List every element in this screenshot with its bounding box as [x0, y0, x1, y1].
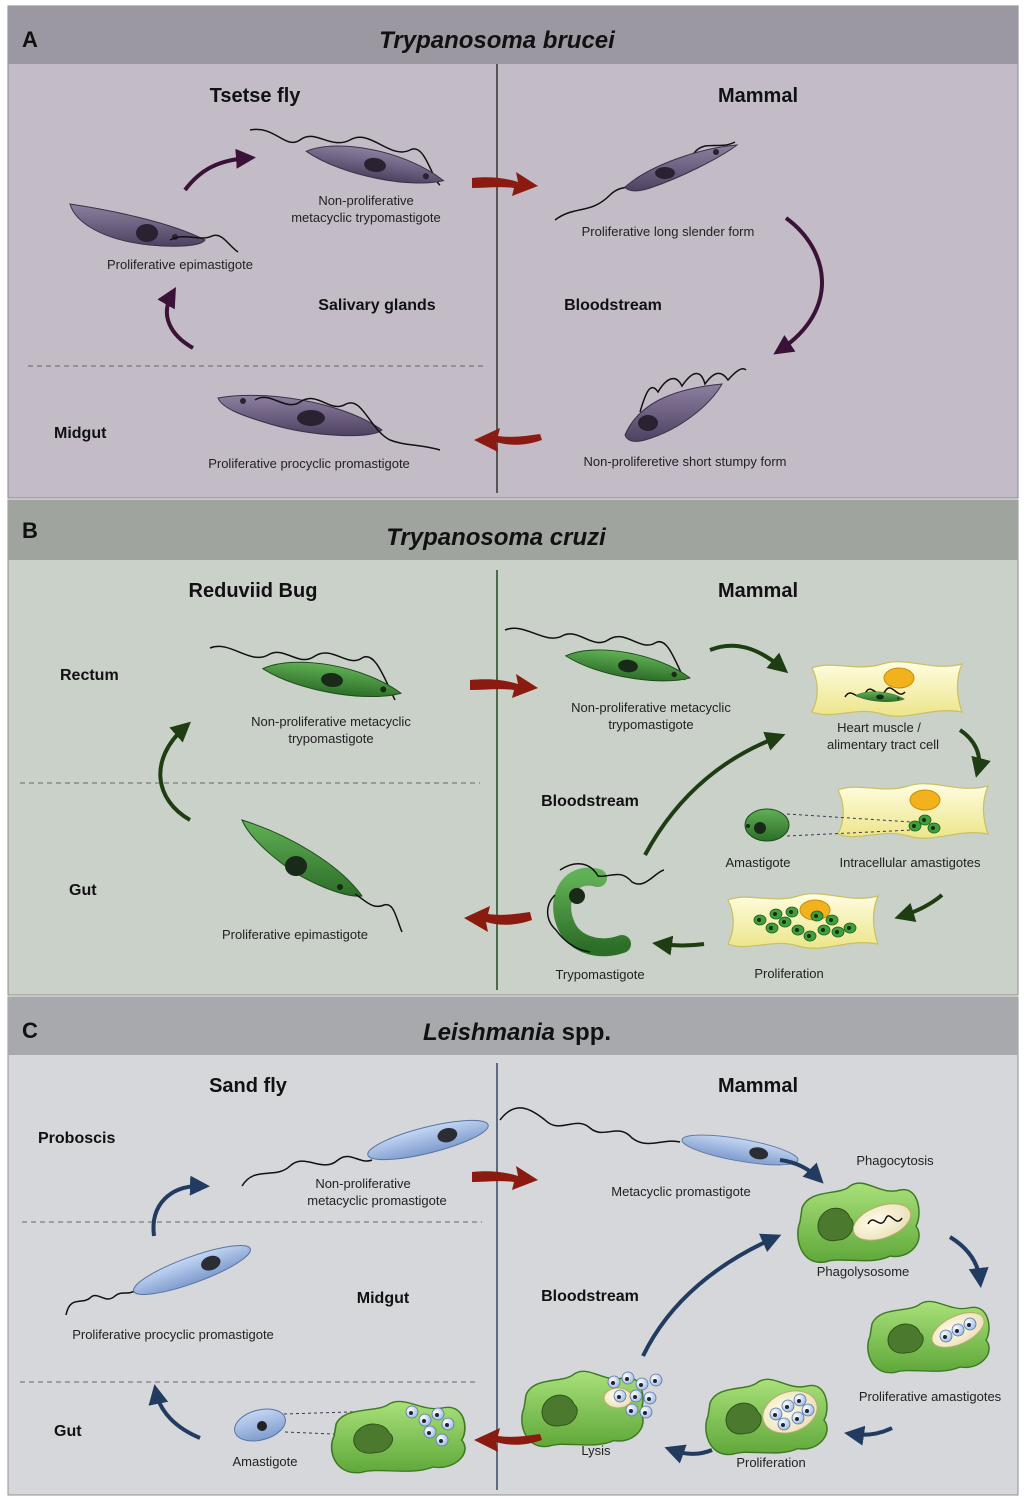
label-metacyclic-mammal: Metacyclic promastigote: [611, 1184, 750, 1199]
panel-b-title: Trypanosoma cruzi: [386, 524, 607, 551]
host-label-tsetse: Tsetse fly: [210, 85, 302, 107]
arrow-mammal-to-bug: [464, 906, 532, 932]
zone-gut: Gut: [54, 1423, 82, 1440]
arrow-intracellular-to-proliferation: [894, 893, 944, 923]
zone-bloodstream: Bloodstream: [541, 1288, 639, 1305]
label-metacyclic-bug-2: trypomastigote: [288, 731, 373, 746]
arrow-cell-to-intracellular: [958, 728, 991, 778]
arrow-proliferation-to-lysis: [664, 1444, 713, 1464]
zone-rectum: Rectum: [60, 667, 119, 684]
arrow-mammal-to-fly: [474, 1428, 542, 1452]
panel-c-title: Leishmania spp.: [423, 1019, 611, 1046]
label-intracellular: Intracellular amastigotes: [840, 855, 981, 870]
arrow-fly-to-mammal: [472, 1166, 538, 1190]
panel-c: C Leishmania spp. Sand fly Mammal Probos…: [7, 996, 1019, 1496]
parasite-metacyclic-mammal: [504, 627, 693, 686]
host-label-mammal: Mammal: [718, 85, 798, 107]
macrophage-proliferative-amastigotes: [867, 1300, 990, 1374]
label-host-cell-2: alimentary tract cell: [827, 737, 939, 752]
parasite-procyclic-promastigote: [65, 1236, 256, 1316]
panel-a-letter: A: [22, 27, 38, 52]
parasite-metacyclic-trypomastigote: [249, 128, 447, 189]
label-proliferation: Proliferation: [736, 1455, 805, 1470]
label-metacyclic-fly-1: Non-proliferative: [315, 1176, 410, 1191]
arrow-mammal-to-fly: [474, 428, 542, 452]
parasite-trypomastigote: [546, 863, 665, 957]
arrow-epi-to-metacyclic: [183, 148, 256, 192]
zone-bloodstream: Bloodstream: [564, 297, 662, 314]
parasite-metacyclic-promastigote-fly: [241, 1111, 492, 1187]
label-procyclic: Proliferative procyclic promastigote: [72, 1327, 274, 1342]
arrow-phagocytosis: [779, 1158, 824, 1184]
macrophage-proliferation: [705, 1378, 828, 1456]
label-host-cell-1: Heart muscle /: [837, 720, 921, 735]
panel-b: B Trypanosoma cruzi Reduviid Bug Mammal …: [7, 499, 1019, 996]
host-label-mammal: Mammal: [718, 1075, 798, 1097]
arrow-bug-to-mammal: [470, 674, 538, 698]
macrophage-gut: [330, 1400, 466, 1474]
label-proliferative-amastigotes: Proliferative amastigotes: [859, 1389, 1002, 1404]
label-epimastigote: Proliferative epimastigote: [222, 927, 368, 942]
panel-b-letter: B: [22, 518, 38, 543]
macrophage-lysis: [521, 1370, 663, 1448]
arrow-trypo-to-cell: [643, 731, 786, 856]
parasite-metacyclic-promastigote-mammal: [499, 1107, 801, 1172]
arrow-procyclic-to-epi: [157, 287, 195, 350]
host-label-mammal: Mammal: [718, 580, 798, 602]
zone-salivary-glands: Salivary glands: [318, 297, 435, 314]
label-metacyclic-mammal-2: trypomastigote: [608, 717, 693, 732]
parasite-procyclic-promastigote: [217, 394, 441, 451]
arrow-procyclic-to-metacyclic: [151, 1175, 210, 1237]
panel-a: A Trypanosoma brucei Tsetse fly Mammal S…: [7, 5, 1019, 499]
arrow-epi-to-metacyclic: [158, 721, 192, 822]
zone-midgut: Midgut: [357, 1290, 410, 1307]
label-proliferation: Proliferation: [754, 966, 823, 981]
zone-proboscis: Proboscis: [38, 1130, 115, 1147]
arrow-metacyclic-to-cell: [709, 643, 789, 674]
host-cell-intracellular: [837, 783, 989, 839]
macrophage-phagolysosome: [797, 1182, 920, 1264]
label-amastigote: Amastigote: [725, 855, 790, 870]
zone-bloodstream: Bloodstream: [541, 793, 639, 810]
parasite-short-stumpy: [624, 368, 747, 442]
panel-c-letter: C: [22, 1018, 38, 1043]
parasite-epimastigote: [69, 203, 239, 253]
label-lysis: Lysis: [581, 1443, 611, 1458]
label-long-slender: Proliferative long slender form: [582, 224, 755, 239]
parasite-epimastigote: [241, 819, 403, 933]
label-metacyclic-fly-2: metacyclic promastigote: [307, 1193, 446, 1208]
label-metacyclic-2: metacyclic trypomastigote: [291, 210, 441, 225]
label-trypomastigote: Trypomastigote: [555, 967, 644, 982]
label-procyclic: Proliferative procyclic promastigote: [208, 456, 410, 471]
arrow-fly-to-mammal: [472, 172, 538, 196]
parasite-long-slender: [554, 141, 739, 221]
host-label-sand-fly: Sand fly: [209, 1075, 288, 1097]
label-phagocytosis: Phagocytosis: [856, 1153, 934, 1168]
panel-c-title-genus: Leishmania: [423, 1019, 555, 1046]
label-short-stumpy: Non-proliferetive short stumpy form: [583, 454, 786, 469]
label-metacyclic-mammal-1: Non-proliferative metacyclic: [571, 700, 731, 715]
label-metacyclic-1: Non-proliferative: [318, 193, 413, 208]
parasite-amastigote: [744, 808, 913, 842]
arrow-phagolysosome-to-amastigotes: [948, 1235, 989, 1288]
label-phagolysosome: Phagolysosome: [817, 1264, 910, 1279]
label-epimastigote: Proliferative epimastigote: [107, 257, 253, 272]
arrow-amastigotes-to-proliferation: [844, 1425, 893, 1446]
zone-gut: Gut: [69, 882, 97, 899]
arrow-amastigote-to-procyclic: [148, 1384, 201, 1440]
zone-midgut: Midgut: [54, 425, 107, 442]
host-cell-heart-muscle: [811, 661, 963, 717]
arrow-slender-to-stumpy: [773, 216, 824, 355]
panel-a-title: Trypanosoma brucei: [379, 27, 616, 54]
arrow-proliferation-to-trypo: [652, 935, 705, 956]
host-cell-proliferation: [727, 893, 879, 949]
host-label-reduviid: Reduviid Bug: [189, 580, 318, 602]
label-amastigote: Amastigote: [232, 1454, 297, 1469]
parasite-metacyclic-bug: [209, 645, 404, 702]
arrow-lysis-to-phagocytosis: [641, 1233, 782, 1357]
panel-c-title-spp: spp.: [555, 1019, 611, 1046]
label-metacyclic-bug-1: Non-proliferative metacyclic: [251, 714, 411, 729]
